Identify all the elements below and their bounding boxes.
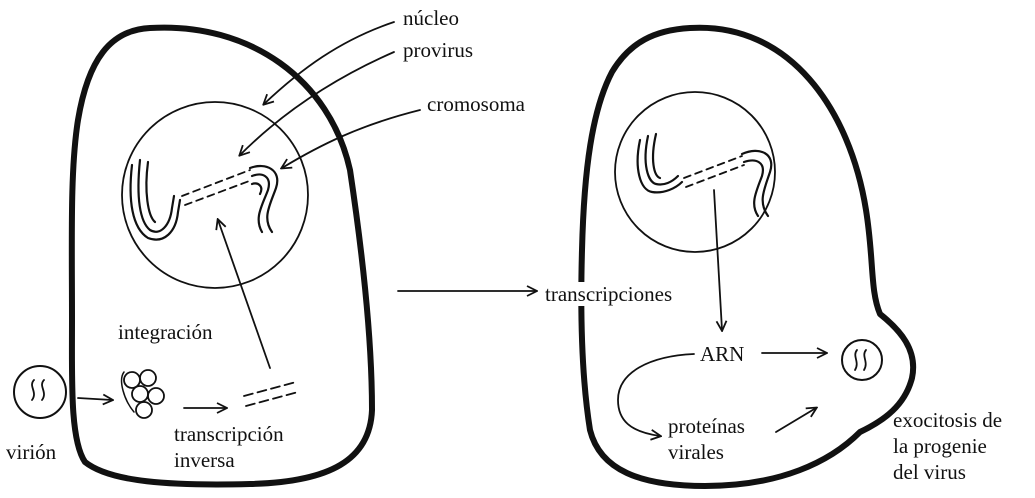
exocitosis-label-line-3: del virus — [893, 460, 966, 484]
exocitosis-label-line-1: exocitosis de — [893, 408, 1002, 432]
proteinas-label-line-2: virales — [668, 440, 724, 464]
transcripciones-label: transcripciones — [545, 282, 672, 306]
right-chromosome-right-strand-inner — [744, 161, 763, 216]
left-nucleus — [122, 102, 308, 288]
progeny-virion-genome — [855, 350, 866, 370]
exocitosis-label-line-2: la progenie — [893, 434, 987, 458]
virion-label: virión — [6, 440, 56, 464]
integration-arrow — [218, 220, 270, 368]
cromosoma-label: cromosoma — [427, 92, 525, 116]
dna-dash-2 — [246, 392, 298, 406]
arn-label: ARN — [700, 342, 744, 366]
left-cell-membrane — [72, 28, 372, 485]
transcripcion-inversa-label-line-2: inversa — [174, 448, 235, 472]
virion-circle — [14, 366, 66, 418]
transcription-arrow — [714, 190, 722, 330]
nucleo-label: núcleo — [403, 6, 459, 30]
left-chromosome-left-strand-edge — [146, 162, 155, 222]
left-chromosome-right-strand-edge — [252, 183, 261, 194]
proteins-to-progeny-arrow — [776, 408, 816, 432]
provirus-label: provirus — [403, 38, 473, 62]
left-provirus-dash-1 — [182, 170, 250, 196]
transcripcion-inversa-label-line-1: transcripción — [174, 422, 284, 446]
proteinas-label-line-1: proteínas — [668, 414, 745, 438]
integracion-label: integración — [118, 320, 212, 344]
left-provirus-dash-2 — [185, 180, 252, 205]
left-chromosome-left-strand-inner — [138, 160, 174, 232]
right-provirus-dash-2 — [686, 165, 744, 187]
right-chromosome-left-strand-inner — [646, 136, 678, 185]
virion-genome — [32, 380, 44, 400]
right-chromosome-left-strand-edge — [653, 134, 660, 178]
virion-to-rna-arrow — [78, 398, 112, 400]
right-cell-membrane — [581, 28, 913, 486]
cromosoma-pointer-arrow — [282, 110, 420, 168]
right-provirus-dash-1 — [684, 156, 742, 178]
progeny-virion-circle — [842, 340, 882, 380]
uncoated-rna-cluster — [122, 370, 164, 418]
